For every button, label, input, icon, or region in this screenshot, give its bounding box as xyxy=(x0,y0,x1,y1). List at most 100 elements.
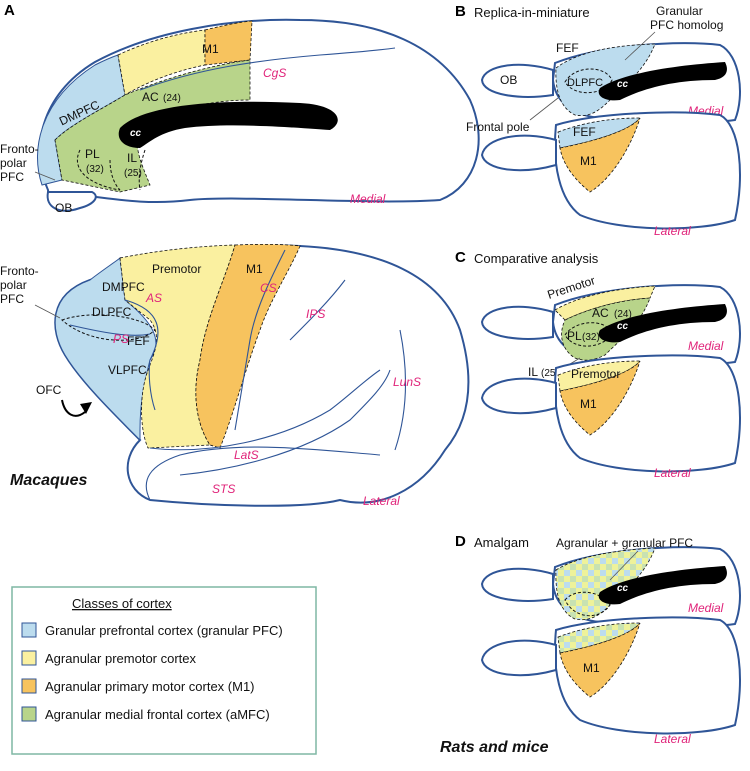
c-medial-view: Medial xyxy=(688,339,724,353)
legend-item: Agranular primary motor cortex (M1) xyxy=(21,678,255,694)
luns-label: LunS xyxy=(393,375,421,389)
rat-medial-d-amalgam xyxy=(555,547,656,621)
rat-medial-c-premotor xyxy=(554,285,656,321)
lateral-bottom-lobe xyxy=(145,446,381,501)
d-amalgam-label: Agranular + granular PFC xyxy=(556,536,693,550)
medial-frontopolar-1: Fronto- xyxy=(0,142,39,156)
panel-b-letter: B xyxy=(455,3,466,20)
legend: Classes of cortex Granular prefrontal co… xyxy=(11,586,317,755)
panel-b-title: Replica-in-miniature xyxy=(474,5,590,20)
panel-c-title: Comparative analysis xyxy=(474,251,599,266)
ac-number: (24) xyxy=(163,93,181,104)
rat-ob-d xyxy=(480,567,554,602)
rat-ob-lateral-b xyxy=(480,134,557,172)
b-granular-label-2: PFC homolog xyxy=(650,18,723,32)
rat-cc-b xyxy=(598,62,727,101)
legend-item: Agranular premotor cortex xyxy=(21,650,197,666)
rat-cc-c-label: cc xyxy=(617,321,629,332)
cs-label: CS xyxy=(260,281,277,295)
pl-il-border xyxy=(77,149,146,191)
legend-label-m1: Agranular primary motor cortex (M1) xyxy=(45,679,255,694)
b-dlpfc-label: DLPFC xyxy=(567,77,603,89)
b-granular-leader xyxy=(624,31,656,61)
cgs-sulcus xyxy=(139,47,396,91)
rat-cc-b-label: cc xyxy=(617,79,629,90)
ps-label: PS xyxy=(113,332,129,346)
rat-d-lower-outline xyxy=(564,591,611,617)
frontopolar-leader xyxy=(34,171,56,181)
lateral-frontopolar-1: Fronto- xyxy=(0,264,39,278)
rat-cc-d-label: cc xyxy=(617,583,629,594)
medial-frontopolar-2: polar xyxy=(0,156,27,170)
macaque-lateral-granular-pfc xyxy=(54,257,157,442)
fef-label: FEF xyxy=(127,334,150,348)
lateral-frontopolar-3: PFC xyxy=(0,292,24,306)
c-il-number: (25) xyxy=(541,368,559,379)
medial-frontopolar-3: PFC xyxy=(0,170,24,184)
macaque-medial-amfc xyxy=(54,59,251,193)
dlpfc-label: DLPFC xyxy=(92,305,132,319)
pl-label: PL xyxy=(85,147,100,161)
legend-swatch-m1 xyxy=(21,678,37,694)
rat-lateral-c-premotor xyxy=(557,360,641,392)
b-frontal-pole-leader xyxy=(529,97,559,121)
b-lateral-m1-label: M1 xyxy=(580,154,597,168)
premotor-label: Premotor xyxy=(152,262,201,276)
lats-sulcus xyxy=(149,369,381,451)
b-frontal-pole-label: Frontal pole xyxy=(466,120,530,134)
panel-c: C Comparative analysis cc Premotor AC (2… xyxy=(455,249,741,480)
macaque-medial-m1 xyxy=(204,20,253,66)
rat-cc-d xyxy=(598,566,727,605)
panel-a-lateral: DMPFC Premotor M1 DLPFC FEF VLPFC Fronto… xyxy=(0,243,470,508)
ofc-arrow xyxy=(61,399,86,417)
legend-label-amfc: Agranular medial frontal cortex (aMFC) xyxy=(45,707,270,722)
panel-a-letter: A xyxy=(4,2,15,19)
pl-number: (32) xyxy=(86,164,104,175)
lateral-frontopolar-2: polar xyxy=(0,278,27,292)
rat-lateral-d-amalgam xyxy=(557,622,641,654)
rat-ob-lateral-c xyxy=(480,377,557,415)
b-lateral-view: Lateral xyxy=(654,224,691,238)
cgs-label: CgS xyxy=(263,66,286,80)
legend-swatch-premotor xyxy=(21,650,37,666)
c-il-label: IL xyxy=(528,365,538,379)
c-lateral-premotor-label: Premotor xyxy=(571,367,620,381)
vlpfc-label: VLPFC xyxy=(108,363,147,377)
panel-b: B Replica-in-miniature cc FEF Granular P… xyxy=(455,3,741,238)
ips-sulcus xyxy=(289,279,346,341)
lateral-m1-label: M1 xyxy=(246,262,263,276)
c-ac-number: (24) xyxy=(614,309,632,320)
legend-swatch-amfc xyxy=(21,706,37,722)
macaque-ob xyxy=(46,191,97,212)
panel-d-title: Amalgam xyxy=(474,535,529,550)
rat-pl-c-outline xyxy=(564,322,613,347)
lateral-view-label: Lateral xyxy=(363,494,400,508)
ofc-label: OFC xyxy=(36,383,62,397)
rat-lateral-b-fef xyxy=(557,117,641,149)
il-number: (25) xyxy=(124,168,142,179)
macaque-cc-label: cc xyxy=(130,128,142,139)
rats-mice-label: Rats and mice xyxy=(440,739,549,756)
legend-item: Agranular medial frontal cortex (aMFC) xyxy=(21,706,270,722)
b-granular-label-1: Granular xyxy=(656,4,703,18)
legend-box xyxy=(11,586,317,755)
panel-d-letter: D xyxy=(455,533,466,550)
c-lateral-m1-label: M1 xyxy=(580,397,597,411)
legend-swatch-granular-pfc xyxy=(21,622,37,638)
panel-c-letter: C xyxy=(455,249,466,266)
rat-lateral-c-m1 xyxy=(559,360,641,436)
d-lateral-m1-label: M1 xyxy=(583,661,600,675)
c-ac-label: AC xyxy=(592,306,609,320)
panel-d: D Amalgam cc Agranular + granular PFC Me… xyxy=(440,533,741,756)
lats-label: LatS xyxy=(234,448,259,462)
lateral-dmpfc-label: DMPFC xyxy=(102,280,145,294)
il-label: IL xyxy=(127,151,137,165)
as-sulcus xyxy=(124,299,159,411)
c-lateral-view: Lateral xyxy=(654,466,691,480)
sts-sulcus xyxy=(179,369,391,476)
panel-a-medial: A cc M1 AC (24) DMPFC PL (32) IL (25) Fr… xyxy=(0,2,480,215)
macaque-lateral-m1 xyxy=(195,243,301,449)
medial-view-label: Medial xyxy=(350,192,386,206)
legend-item: Granular prefrontal cortex (granular PFC… xyxy=(21,622,283,638)
